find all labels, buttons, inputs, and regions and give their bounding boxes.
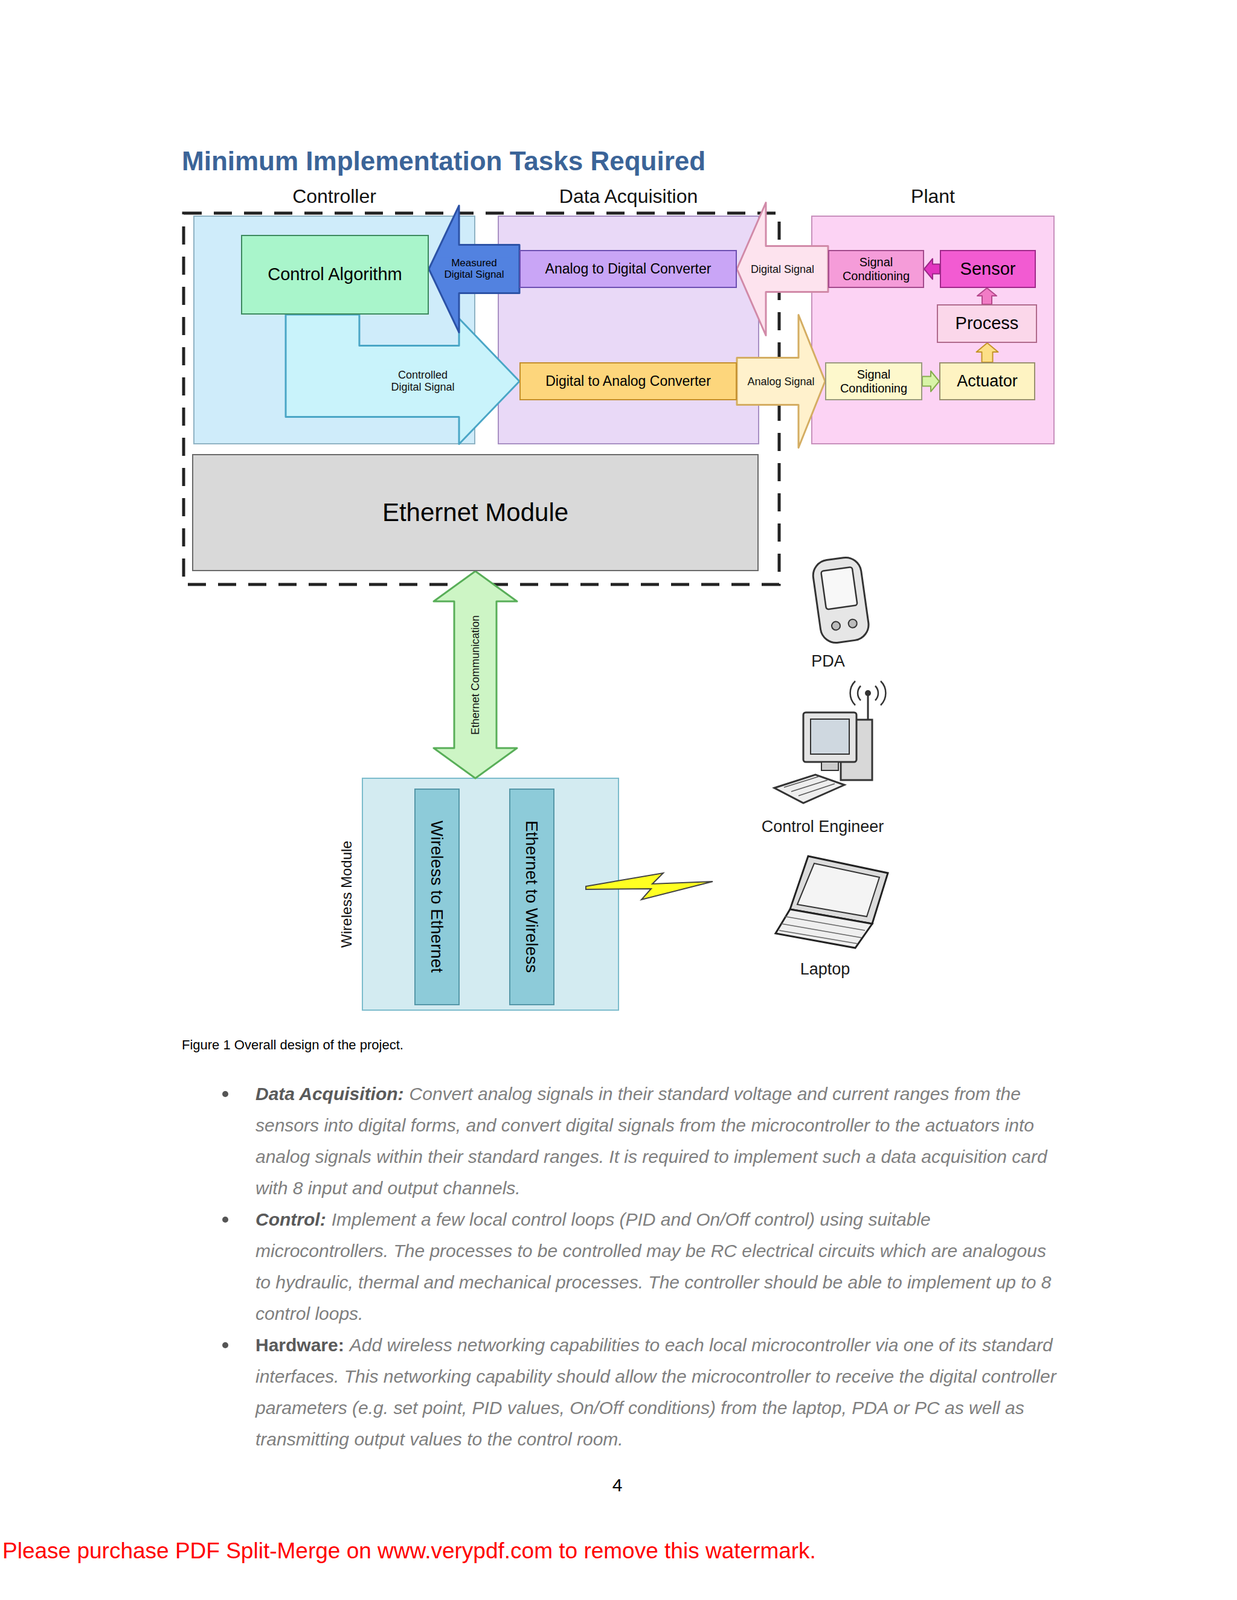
monitor-stand	[821, 762, 839, 771]
box-label: Actuator	[956, 372, 1018, 391]
panel-heading: Data Acquisition	[498, 185, 759, 208]
block-arrow	[428, 205, 520, 333]
signal-label: Analog Signal	[745, 375, 816, 388]
page-number: 4	[612, 1475, 623, 1497]
converter-bar: Wireless to Ethernet	[414, 788, 460, 1006]
converter-box: Digital to Analog Converter	[519, 362, 737, 401]
wireless-module: Wireless ModuleWireless to EthernetEther…	[362, 778, 619, 1011]
device-label: Laptop	[800, 960, 851, 980]
converter-box: Analog to Digital Converter	[519, 250, 737, 289]
figure-caption: Figure 1 Overall design of the project.	[181, 1037, 404, 1054]
converter-bar: Ethernet to Wireless	[509, 788, 555, 1006]
panel-ground	[811, 216, 1054, 444]
monitor-screen	[810, 719, 850, 755]
bullet-paragraph: Data Acquisition:Convert analog signals …	[255, 1078, 1058, 1205]
bullet-heading: Data Acquisition:	[255, 1084, 405, 1105]
wireless-bolt	[585, 873, 713, 900]
box-label: Control Algorithm	[267, 264, 402, 285]
sensor-box: Sensor	[939, 250, 1036, 289]
signal-label: Controlled Digital Signal	[384, 369, 463, 394]
process-box: Process	[936, 304, 1038, 344]
panel-ground	[498, 216, 759, 444]
bullet-paragraph: Control:Implement a few local control lo…	[255, 1204, 1058, 1331]
controller-panel: ControllerControl Algorithm	[193, 216, 475, 444]
page-heading: Minimum Implementation Tasks Required	[181, 146, 706, 177]
keyboard-keys	[783, 776, 835, 797]
panel-heading: Plant	[811, 185, 1054, 208]
laptop-icon	[775, 856, 888, 949]
block-arrow	[433, 571, 518, 779]
bullet-dot	[222, 1342, 229, 1349]
pda-button	[831, 621, 841, 632]
box-label: Digital to Analog Converter	[545, 373, 711, 389]
bullet-text: Add wireless networking capabilities to …	[255, 1335, 1057, 1450]
box-label: Process	[955, 313, 1019, 334]
box-label: Wireless to Ethernet	[427, 820, 447, 974]
bullet-item: Data Acquisition:Convert analog signals …	[222, 1078, 1058, 1205]
workstation-icon	[774, 681, 886, 804]
block-arrow	[977, 288, 997, 305]
bullet-heading: Control:	[255, 1209, 327, 1230]
block-arrow	[924, 259, 940, 280]
bullet-text: Implement a few local control loops (PID…	[255, 1209, 1051, 1324]
keyboard	[774, 774, 845, 804]
actuator-box: Actuator	[939, 362, 1036, 401]
laptop-screen	[797, 863, 880, 917]
block-arrow	[736, 202, 829, 336]
box-label: Signal Conditioning	[831, 367, 917, 396]
bullet-item: Hardware:Add wireless networking capabil…	[222, 1330, 1058, 1456]
block-arrow	[922, 371, 940, 392]
plant-panel: PlantSignal ConditioningSensorProcessSig…	[811, 216, 1054, 444]
conditioning-box: Signal Conditioning	[825, 362, 923, 401]
laptop-keys	[779, 916, 865, 945]
device-label: Control Engineer	[761, 817, 885, 837]
antenna-mast	[867, 694, 870, 722]
laptop-base	[775, 909, 873, 949]
radio-wave	[850, 681, 887, 706]
bullet-heading: Hardware:	[255, 1335, 345, 1356]
antenna-tip	[864, 690, 871, 697]
bullet-text: Convert analog signals in their standard…	[255, 1084, 1048, 1199]
signal-label: Ethernet Communication	[469, 613, 482, 736]
box-label: Ethernet to Wireless	[521, 820, 542, 974]
bullet-dot	[222, 1091, 229, 1098]
process-box: Control Algorithm	[240, 234, 429, 315]
pda-button	[848, 619, 858, 629]
conditioning-box: Signal Conditioning	[828, 250, 925, 289]
acquisition-panel: Data AcquisitionAnalog to Digital Conver…	[498, 216, 759, 444]
bullet-dot	[222, 1217, 229, 1224]
pda-body	[811, 555, 871, 646]
panel-ground	[362, 778, 619, 1011]
signal-label: Measured Digital Signal	[438, 257, 511, 281]
block-arrow	[976, 343, 999, 363]
box-label: Sensor	[960, 259, 1016, 280]
block-arrow	[736, 315, 826, 449]
pda-icon	[811, 555, 871, 646]
watermark: Please purchase PDF Split-Merge on www.v…	[2, 1539, 817, 1565]
panel-heading: Wireless Module	[338, 840, 356, 948]
block-arrow	[285, 314, 520, 445]
bullet-item: Control:Implement a few local control lo…	[222, 1204, 1058, 1331]
module-box: Ethernet Module	[192, 454, 759, 572]
panel-heading: Controller	[193, 185, 475, 208]
box-label: Analog to Digital Converter	[545, 260, 712, 277]
box-label: Signal Conditioning	[834, 255, 919, 284]
device-label: PDA	[811, 652, 846, 672]
bullet-list: Data Acquisition:Convert analog signals …	[222, 1078, 1058, 1456]
box-label: Ethernet Module	[382, 498, 569, 528]
pda-screen	[820, 567, 858, 611]
monitor	[803, 712, 857, 763]
signal-label: Digital Signal	[749, 262, 816, 276]
bullet-paragraph: Hardware:Add wireless networking capabil…	[255, 1330, 1058, 1456]
